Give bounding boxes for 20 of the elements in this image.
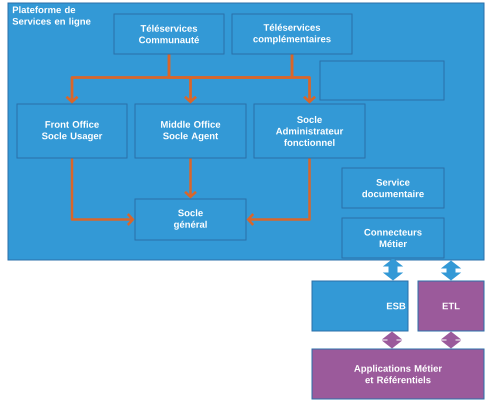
arrow [440, 332, 462, 348]
component-box: Socle Administrateur fonctionnel [254, 104, 366, 158]
component-box: ESB [312, 280, 408, 332]
component-box: Front Office Socle Usager [16, 104, 128, 158]
arrow [246, 158, 311, 226]
arrow [440, 260, 462, 280]
component-box: Service documentaire [342, 168, 444, 208]
component-box: Téléservices Communauté [114, 14, 224, 54]
arrow [290, 54, 316, 104]
empty-box [320, 60, 444, 100]
component-box: Téléservices complémentaires [232, 14, 352, 54]
component-box: Middle Office Socle Agent [134, 104, 246, 158]
component-box: ETL [418, 280, 484, 332]
arrow [382, 332, 402, 348]
component-box: Connecteurs Métier [342, 218, 444, 258]
arrow [382, 258, 404, 280]
component-box: Applications Métier et Référentiels [312, 348, 484, 400]
component-box: Socle général [134, 198, 246, 240]
arrow [184, 158, 197, 198]
arrow [70, 158, 134, 226]
